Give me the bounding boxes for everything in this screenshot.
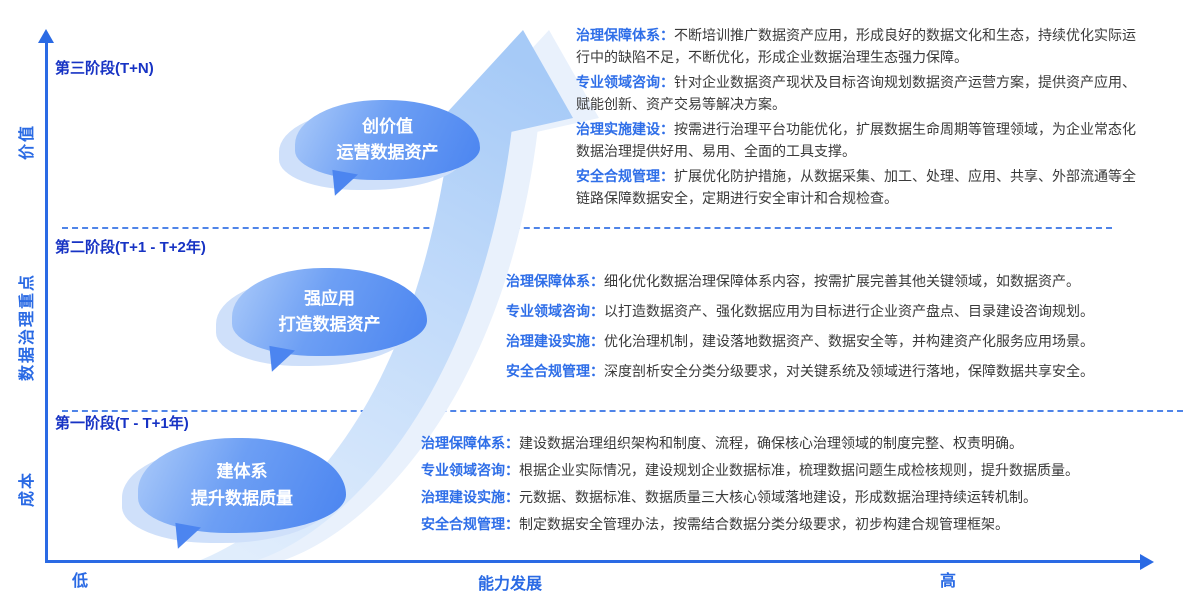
- stage-1-details: 治理保障体系：建设数据治理组织架构和制度、流程，确保核心治理领域的制度完整、权责…: [421, 430, 1166, 538]
- y-axis-label-governance-focus: 数据治理重点: [19, 273, 36, 382]
- x-axis-label-high: 高: [940, 573, 957, 590]
- bubble-body: 创价值 运营数据资产: [295, 100, 480, 180]
- x-axis-label-capability: 能力发展: [478, 576, 543, 593]
- stage-3-details: 治理保障体系：不断培训推广数据资产应用，形成良好的数据文化和生态，持续优化实际运…: [576, 24, 1138, 212]
- y-axis-line: [45, 42, 48, 562]
- detail-item: 专业领域咨询：针对企业数据资产现状及目标咨询规划数据资产运营方案，提供资产应用、…: [576, 71, 1138, 115]
- detail-item: 治理建设实施：元数据、数据标准、数据质量三大核心领域落地建设，形成数据治理持续运…: [421, 484, 1166, 511]
- detail-item: 安全合规管理：制定数据安全管理办法，按需结合数据分类分级要求，初步构建合规管理框…: [421, 511, 1166, 538]
- bubble-line1: 创价值: [362, 116, 413, 136]
- category-label: 专业领域咨询：: [421, 462, 519, 478]
- category-label: 治理保障体系：: [506, 273, 604, 289]
- detail-item: 治理保障体系：不断培训推广数据资产应用，形成良好的数据文化和生态，持续优化实际运…: [576, 24, 1138, 68]
- x-axis-line: [45, 560, 1142, 563]
- detail-item: 治理建设实施：优化治理机制，建设落地数据资产、数据安全等，并构建资产化服务应用场…: [506, 326, 1189, 356]
- detail-text: 优化治理机制，建设落地数据资产、数据安全等，并构建资产化服务应用场景。: [604, 333, 1094, 349]
- detail-text: 深度剖析安全分类分级要求，对关键系统及领域进行落地，保障数据共享安全。: [604, 363, 1094, 379]
- detail-item: 安全合规管理：深度剖析安全分类分级要求，对关键系统及领域进行落地，保障数据共享安…: [506, 356, 1189, 386]
- detail-text: 扩展优化防护措施，从数据采集、加工、处理、应用、共享、外部流通等全链路保障数据安…: [576, 168, 1136, 206]
- category-label: 安全合规管理：: [506, 363, 604, 379]
- category-label: 治理保障体系：: [421, 435, 519, 451]
- bubble-body: 建体系 提升数据质量: [138, 438, 346, 533]
- bubble-line2: 打造数据资产: [278, 315, 381, 334]
- stage-2-label: 第二阶段(T+1 - T+2年): [55, 239, 206, 256]
- bubble-line1: 强应用: [304, 288, 355, 308]
- y-axis-label-cost: 成本: [19, 471, 36, 508]
- category-label: 治理保障体系：: [576, 27, 674, 43]
- stage-1-label: 第一阶段(T - T+1年): [55, 415, 189, 432]
- detail-text: 以打造数据资产、强化数据应用为目标进行企业资产盘点、目录建设咨询规划。: [604, 303, 1094, 319]
- category-label: 治理建设实施：: [506, 333, 604, 349]
- bubble-tail-icon: [171, 522, 201, 553]
- detail-text: 制定数据安全管理办法，按需结合数据分类分级要求，初步构建合规管理框架。: [519, 516, 1009, 532]
- detail-text: 不断培训推广数据资产应用，形成良好的数据文化和生态，持续优化实际运行中的缺陷不足…: [576, 27, 1136, 65]
- stage-separator: [62, 227, 1112, 229]
- bubble-tail-icon: [328, 169, 358, 200]
- detail-item: 专业领域咨询：根据企业实际情况，建设规划企业数据标准，梳理数据问题生成检核规则，…: [421, 457, 1166, 484]
- detail-text: 根据企业实际情况，建设规划企业数据标准，梳理数据问题生成检核规则，提升数据质量。: [519, 462, 1079, 478]
- y-axis-label-value: 价值: [19, 124, 36, 161]
- stage-separator: [62, 410, 1183, 412]
- detail-item: 治理实施建设：按需进行治理平台功能优化，扩展数据生命周期等管理领域，为企业常态化…: [576, 118, 1138, 162]
- category-label: 专业领域咨询：: [576, 74, 674, 90]
- bubble-body: 强应用 打造数据资产: [232, 268, 427, 356]
- detail-text: 建设数据治理组织架构和制度、流程，确保核心治理领域的制度完整、权责明确。: [519, 435, 1023, 451]
- category-label: 治理建设实施：: [421, 489, 519, 505]
- detail-item: 治理保障体系：细化优化数据治理保障体系内容，按需扩展完善其他关键领域，如数据资产…: [506, 266, 1189, 296]
- category-label: 安全合规管理：: [421, 516, 519, 532]
- detail-text: 元数据、数据标准、数据质量三大核心领域落地建设，形成数据治理持续运转机制。: [519, 489, 1037, 505]
- detail-item: 专业领域咨询：以打造数据资产、强化数据应用为目标进行企业资产盘点、目录建设咨询规…: [506, 296, 1189, 326]
- x-axis-label-low: 低: [72, 573, 89, 590]
- y-axis-arrowhead-icon: [38, 29, 54, 43]
- detail-item: 治理保障体系：建设数据治理组织架构和制度、流程，确保核心治理领域的制度完整、权责…: [421, 430, 1166, 457]
- stage-1-bubble: 建体系 提升数据质量: [122, 438, 346, 553]
- category-label: 专业领域咨询：: [506, 303, 604, 319]
- stage-3-label: 第三阶段(T+N): [55, 60, 154, 77]
- category-label: 治理实施建设：: [576, 121, 674, 137]
- category-label: 安全合规管理：: [576, 168, 674, 184]
- x-axis-arrowhead-icon: [1140, 553, 1154, 570]
- stage-2-details: 治理保障体系：细化优化数据治理保障体系内容，按需扩展完善其他关键领域，如数据资产…: [506, 266, 1189, 386]
- detail-text: 细化优化数据治理保障体系内容，按需扩展完善其他关键领域，如数据资产。: [604, 273, 1080, 289]
- stage-2-bubble: 强应用 打造数据资产: [216, 268, 427, 376]
- bubble-line2: 提升数据质量: [191, 488, 293, 508]
- bubble-tail-icon: [265, 345, 295, 376]
- stage-3-bubble: 创价值 运营数据资产: [279, 100, 480, 200]
- detail-text: 按需进行治理平台功能优化，扩展数据生命周期等管理领域，为企业常态化数据治理提供好…: [576, 121, 1136, 159]
- detail-item: 安全合规管理：扩展优化防护措施，从数据采集、加工、处理、应用、共享、外部流通等全…: [576, 165, 1138, 209]
- detail-text: 针对企业数据资产现状及目标咨询规划数据资产运营方案，提供资产应用、赋能创新、资产…: [576, 74, 1136, 112]
- bubble-line2: 运营数据资产: [336, 143, 439, 162]
- bubble-line1: 建体系: [216, 462, 268, 482]
